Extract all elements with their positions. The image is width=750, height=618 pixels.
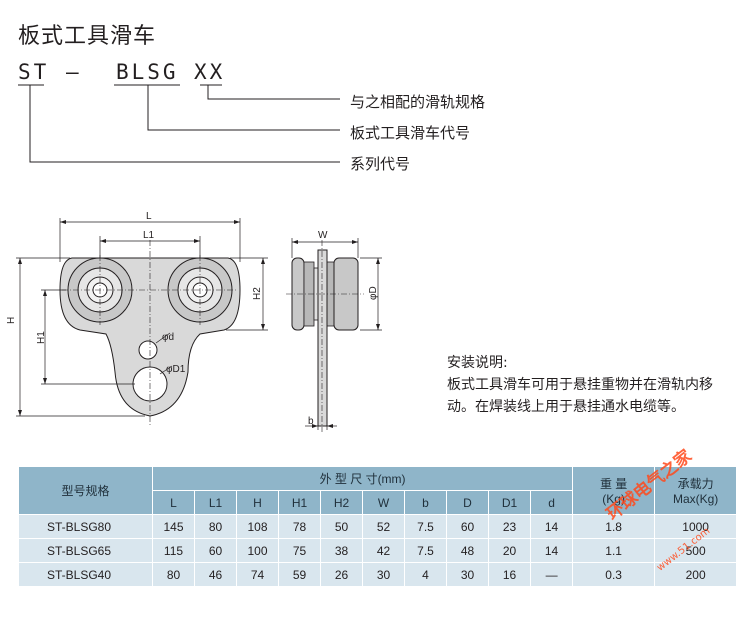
header-weight-label: 重 量 bbox=[599, 477, 628, 491]
table-cell: 108 bbox=[236, 514, 279, 539]
dim-b: b bbox=[308, 416, 314, 427]
table-cell: 80 bbox=[194, 514, 237, 539]
dim-D: φD bbox=[368, 286, 379, 300]
dim-H1: H1 bbox=[36, 331, 47, 344]
table-cell: 74 bbox=[236, 562, 279, 587]
dim-H: H bbox=[6, 317, 17, 324]
col-L: L bbox=[152, 490, 195, 515]
table-cell: — bbox=[529, 562, 574, 587]
dim-D1: φD1 bbox=[166, 364, 186, 375]
col-L1: L1 bbox=[194, 490, 237, 515]
header-load-label: 承载力 bbox=[677, 477, 714, 491]
table-cell: 115 bbox=[152, 538, 195, 563]
table-cell: 23 bbox=[488, 514, 531, 539]
front-view: L L1 H H1 H2 φd φD1 bbox=[6, 211, 268, 425]
legend-series-code: 系列代号 bbox=[350, 155, 411, 173]
table-cell: 30 bbox=[446, 562, 489, 587]
legend-rail-spec: 与之相配的滑轨规格 bbox=[350, 93, 486, 111]
col-H1: H1 bbox=[278, 490, 321, 515]
table-cell: 26 bbox=[320, 562, 363, 587]
dim-L: L bbox=[146, 211, 152, 222]
col-D1: D1 bbox=[488, 490, 531, 515]
table-cell: 7.5 bbox=[404, 514, 447, 539]
table-cell: 75 bbox=[278, 538, 321, 563]
table-cell: 48 bbox=[446, 538, 489, 563]
table-cell: 59 bbox=[278, 562, 321, 587]
installation-notes: 安装说明: 板式工具滑车可用于悬挂重物并在滑轨内移 动。在焊装线上用于悬挂通水电… bbox=[447, 352, 713, 418]
table-cell: 42 bbox=[362, 538, 405, 563]
legend-trolley-code: 板式工具滑车代号 bbox=[350, 124, 471, 142]
table-cell: 14 bbox=[529, 538, 574, 563]
table-cell: 80 bbox=[152, 562, 195, 587]
table-cell: 100 bbox=[236, 538, 279, 563]
notes-line-1: 板式工具滑车可用于悬挂重物并在滑轨内移 bbox=[447, 377, 713, 393]
table-cell: 1.8 bbox=[572, 514, 656, 539]
dim-W: W bbox=[318, 230, 328, 241]
col-H: H bbox=[236, 490, 279, 515]
header-load-unit: Max(Kg) bbox=[672, 492, 719, 506]
spec-table: 型号规格 外 型 尺 寸(mm) 重 量 (Kg) 承载力 Max(Kg) L … bbox=[18, 466, 738, 587]
notes-heading: 安装说明: bbox=[447, 355, 508, 371]
col-d: d bbox=[529, 490, 574, 515]
table-cell: 38 bbox=[320, 538, 363, 563]
col-H2: H2 bbox=[320, 490, 363, 515]
table-cell: 500 bbox=[654, 538, 738, 563]
code-dash: — bbox=[66, 60, 82, 84]
header-weight: 重 量 (Kg) bbox=[572, 466, 656, 515]
dim-d: φd bbox=[162, 332, 174, 343]
side-view: W φD b bbox=[286, 230, 382, 432]
page-title: 板式工具滑车 bbox=[18, 24, 157, 49]
col-D: D bbox=[446, 490, 489, 515]
table-cell: 16 bbox=[488, 562, 531, 587]
header-weight-unit: (Kg) bbox=[602, 492, 625, 506]
table-cell: 1000 bbox=[654, 514, 738, 539]
notes-line-2: 动。在焊装线上用于悬挂通水电缆等。 bbox=[447, 399, 685, 415]
table-cell: 50 bbox=[320, 514, 363, 539]
table-cell: 52 bbox=[362, 514, 405, 539]
code-model: BLSG bbox=[116, 60, 179, 84]
table-cell: 30 bbox=[362, 562, 405, 587]
table-cell: 1.1 bbox=[572, 538, 656, 563]
col-b: b bbox=[404, 490, 447, 515]
model-cell: ST-BLSG40 bbox=[18, 562, 153, 587]
table-cell: 0.3 bbox=[572, 562, 656, 587]
table-cell: 4 bbox=[404, 562, 447, 587]
table-cell: 60 bbox=[194, 538, 237, 563]
table-cell: 200 bbox=[654, 562, 738, 587]
header-dimensions: 外 型 尺 寸(mm) bbox=[151, 466, 574, 491]
model-cell: ST-BLSG80 bbox=[18, 514, 153, 539]
col-W: W bbox=[362, 490, 405, 515]
table-cell: 20 bbox=[488, 538, 531, 563]
table-cell: 7.5 bbox=[404, 538, 447, 563]
dim-H2: H2 bbox=[252, 287, 263, 300]
header-load: 承载力 Max(Kg) bbox=[654, 466, 738, 515]
table-cell: 60 bbox=[446, 514, 489, 539]
table-cell: 78 bbox=[278, 514, 321, 539]
code-rail: XX bbox=[194, 60, 226, 84]
table-cell: 46 bbox=[194, 562, 237, 587]
table-cell: 145 bbox=[152, 514, 195, 539]
table-cell: 14 bbox=[529, 514, 574, 539]
code-leader-lines bbox=[18, 84, 340, 163]
model-cell: ST-BLSG65 bbox=[18, 538, 153, 563]
header-model: 型号规格 bbox=[18, 466, 153, 515]
dim-L1: L1 bbox=[143, 230, 155, 241]
code-series: ST bbox=[18, 60, 50, 84]
